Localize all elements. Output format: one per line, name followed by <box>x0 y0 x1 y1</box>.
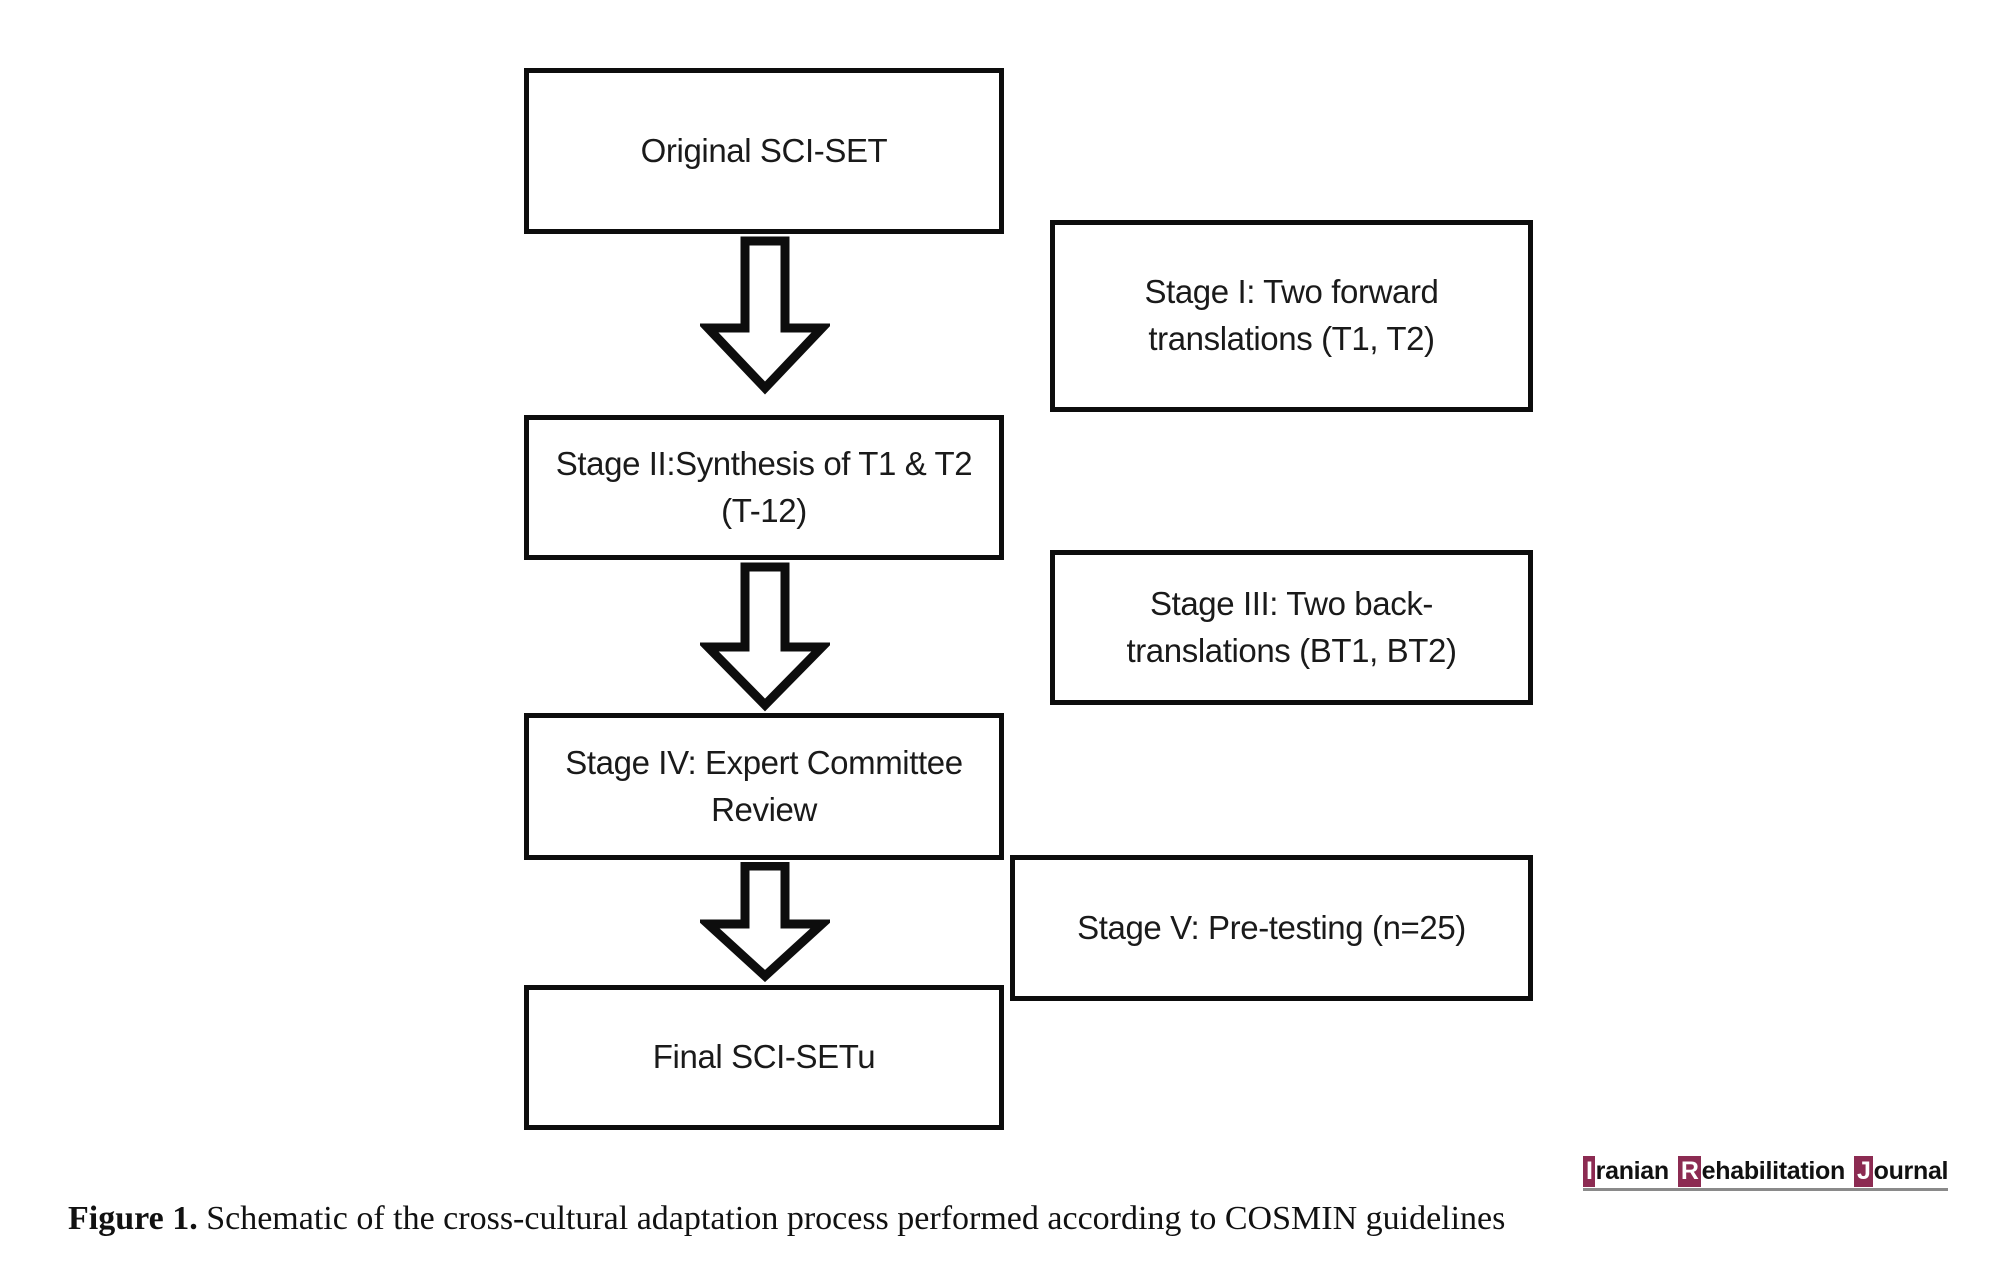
flow-box-label: Final SCI-SETu <box>652 1038 876 1076</box>
flow-box-stage-5-pre-testing[interactable]: Stage V: Pre-testing (n=25) <box>1010 855 1533 1001</box>
flow-box-stage-4-expert-committee[interactable]: Stage IV: Expert Committee Review <box>524 713 1004 860</box>
flow-box-label: Original SCI-SET <box>640 131 888 169</box>
flow-box-stage-3-back-translations[interactable]: Stage III: Two back- translations (BT1, … <box>1050 550 1533 705</box>
flow-box-label: Stage II:Synthesis of T1 & T2 (T-12) <box>555 444 973 529</box>
figure-caption: Figure 1. Schematic of the cross-cultura… <box>68 1200 1505 1238</box>
down-arrow-icon <box>700 562 830 712</box>
flow-box-original-sci-set[interactable]: Original SCI-SET <box>524 68 1004 234</box>
flow-box-label: Stage IV: Expert Committee Review <box>565 743 963 828</box>
journal-logo-rest-journal: ournal <box>1873 1157 1949 1185</box>
journal-logo-rest-rehabilitation: ehabilitation <box>1701 1157 1846 1185</box>
figure-caption-text: Schematic of the cross-cultural adaptati… <box>197 1200 1506 1237</box>
journal-logo-cap-i: I <box>1583 1156 1595 1187</box>
flow-box-label: Stage V: Pre-testing (n=25) <box>1077 908 1466 946</box>
flow-box-stage-1-forward-translations[interactable]: Stage I: Two forward translations (T1, T… <box>1050 220 1533 412</box>
down-arrow-icon <box>700 236 830 396</box>
flow-box-final-sci-setu[interactable]: Final SCI-SETu <box>524 985 1004 1130</box>
flow-box-label: Stage I: Two forward translations (T1, T… <box>1144 273 1439 357</box>
journal-logo-rest-iranian: ranian <box>1595 1157 1670 1185</box>
journal-logo-cap-r: R <box>1677 1156 1701 1187</box>
down-arrow-icon <box>700 862 830 982</box>
flow-box-label: Stage III: Two back- translations (BT1, … <box>1126 584 1457 669</box>
journal-logo-cap-j: J <box>1854 1156 1873 1187</box>
flow-box-stage-2-synthesis[interactable]: Stage II:Synthesis of T1 & T2 (T-12) <box>524 415 1004 560</box>
figure-caption-label: Figure 1. <box>68 1200 198 1237</box>
